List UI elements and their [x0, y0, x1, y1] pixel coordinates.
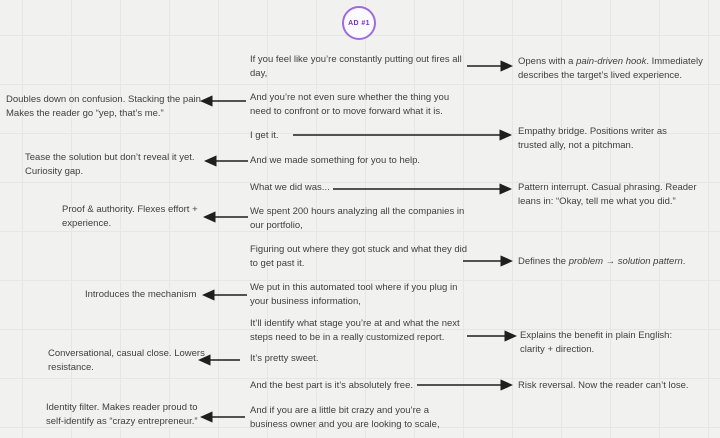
ad-copy-line: What we did was... [250, 182, 330, 193]
ad-number-badge: AD #1 [342, 6, 376, 40]
annotation-right: Pattern interrupt. Casual phrasing. Read… [518, 182, 697, 207]
ad-copy-line: It’s pretty sweet. [250, 353, 319, 364]
annotation-right: Opens with a pain-driven hook. Immediate… [518, 55, 710, 83]
ad-copy-line: We spent 200 hours analyzing all the com… [250, 206, 465, 231]
annotation-left: Introduces the mechanism [85, 289, 197, 300]
annotation-right: Empathy bridge. Positions writer as trus… [518, 126, 667, 151]
annotation-text: . Immediately describes the target’s liv… [518, 56, 703, 81]
ad-copy-line: And if you are a little bit crazy and yo… [250, 405, 440, 430]
annotation-left: Doubles down on confusion. Stacking the … [6, 94, 204, 119]
annotation-italic: pain-driven hook [576, 56, 647, 67]
badge-label: AD #1 [348, 19, 370, 27]
annotation-text: . [682, 256, 686, 267]
ad-copy-line: We put in this automated tool where if y… [250, 282, 458, 307]
ad-copy-line: I get it. [250, 130, 279, 141]
annotation-left: Identity filter. Makes reader proud to s… [46, 402, 198, 427]
annotation-left: Proof & authority. Flexes effort + exper… [62, 204, 198, 229]
annotation-right: Explains the benefit in plain English: c… [520, 330, 673, 355]
annotation-right: Defines the problem → solution pattern. [518, 255, 718, 269]
annotation-left: Tease the solution but don’t reveal it y… [25, 152, 195, 177]
annotation-text: Defines the [518, 256, 569, 267]
ad-copy-line: And we made something for you to help. [250, 155, 421, 166]
annotation-text: Opens with a [518, 56, 577, 67]
ad-copy-line: And the best part is it’s absolutely fre… [250, 380, 413, 391]
ad-copy-line: And you’re not even sure whether the thi… [250, 92, 450, 117]
annotation-italic: problem → solution pattern [568, 256, 683, 267]
annotation-left: Conversational, casual close. Lowers res… [48, 348, 205, 373]
ad-copy-line: It’ll identify what stage you’re at and … [250, 318, 460, 343]
ad-copy-line: Figuring out where they got stuck and wh… [250, 244, 468, 269]
annotation-right: Risk reversal. Now the reader can’t lose… [518, 380, 689, 391]
ad-copy-line: If you feel like you’re constantly putti… [250, 54, 462, 79]
